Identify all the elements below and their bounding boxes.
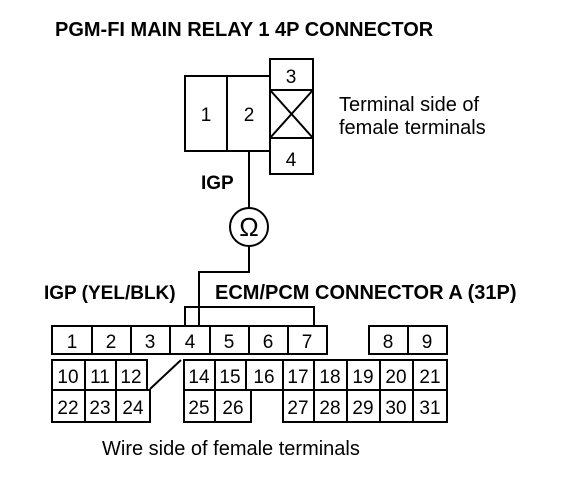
ecm-pin-2: 2	[106, 332, 117, 353]
ecm-pin-11: 11	[90, 367, 110, 388]
relay-side-note-line2: female terminals	[339, 117, 486, 139]
relay-terminal-2: 2	[244, 105, 255, 126]
ecm-pin-6: 6	[263, 332, 274, 353]
ecm-latch	[184, 306, 315, 326]
ecm-pin-25: 25	[188, 398, 209, 419]
ecm-connector-caption: Wire side of female terminals	[102, 438, 360, 460]
ecm-pin-17: 17	[287, 367, 308, 388]
ecm-pin-1: 1	[67, 332, 78, 353]
ecm-pin-31: 31	[419, 398, 440, 419]
ecm-connector: 1 2 3 4 5 6 7 8 9 10 11 12 14 15 16 17 1…	[51, 325, 448, 423]
ecm-pin-18: 18	[319, 367, 340, 388]
relay-terminal-4: 4	[286, 150, 297, 171]
igp-ecm-label: IGP (YEL/BLK)	[44, 283, 176, 304]
ecm-pin-19: 19	[352, 367, 373, 388]
ecm-pin-15: 15	[219, 367, 240, 388]
relay-connector-title: PGM-FI MAIN RELAY 1 4P CONNECTOR	[55, 19, 434, 41]
relay-terminal-1: 1	[201, 105, 212, 126]
ecm-pin-27: 27	[287, 398, 308, 419]
ecm-pin-8: 8	[383, 332, 394, 353]
ecm-pin-12: 12	[120, 367, 141, 388]
ecm-pin-21: 21	[419, 367, 440, 388]
meter-to-ecm-wire	[198, 246, 250, 326]
ecm-pin-30: 30	[385, 398, 406, 419]
ecm-pin-14: 14	[188, 367, 210, 388]
igp-relay-label: IGP	[201, 173, 234, 194]
ohm-symbol: Ω	[239, 212, 258, 242]
ecm-pin-20: 20	[385, 367, 406, 388]
ecm-pin-7: 7	[302, 332, 313, 353]
ohmmeter-symbol: Ω	[229, 207, 269, 247]
ecm-pin-24: 24	[122, 398, 144, 419]
ecm-pin-3: 3	[145, 332, 156, 353]
relay-side-note-line1: Terminal side of	[339, 94, 480, 116]
ecm-pin-16: 16	[253, 367, 274, 388]
relay-terminal-3: 3	[286, 67, 297, 88]
ecm-pin-5: 5	[224, 332, 235, 353]
ecm-pin-29: 29	[352, 398, 373, 419]
ecm-pin-10: 10	[57, 367, 78, 388]
ecm-pin-28: 28	[319, 398, 340, 419]
ecm-pin-9: 9	[422, 332, 433, 353]
ecm-pin-23: 23	[89, 398, 110, 419]
ecm-pin-4: 4	[185, 332, 196, 353]
relay-connector: 1 2 3 4	[184, 58, 314, 175]
ecm-pin-26: 26	[222, 398, 243, 419]
ecm-pin-22: 22	[57, 398, 78, 419]
ecm-connector-title: ECM/PCM CONNECTOR A (31P)	[215, 282, 517, 304]
